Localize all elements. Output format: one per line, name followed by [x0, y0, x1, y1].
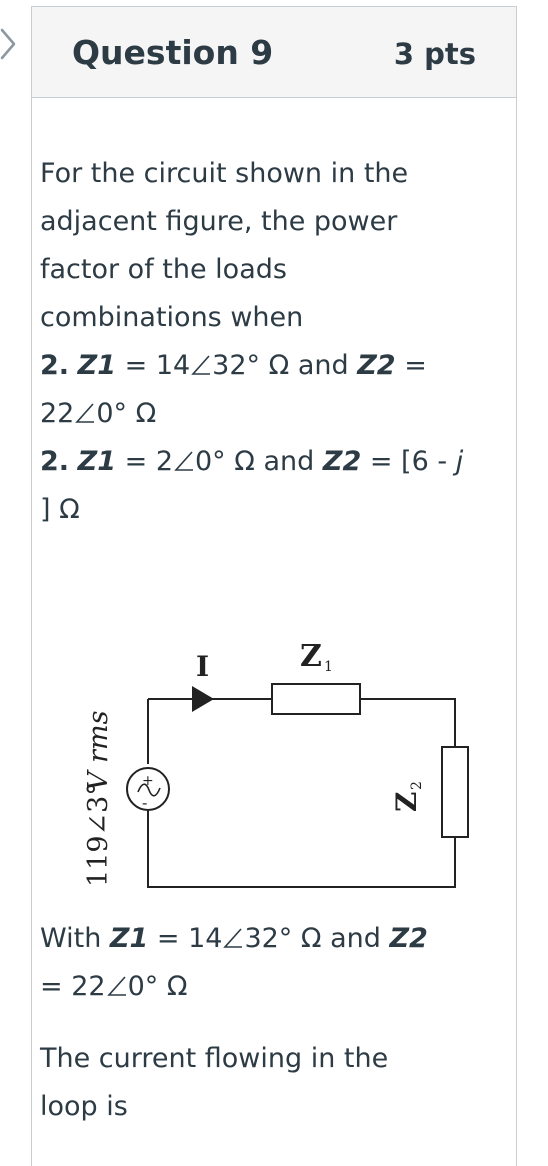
circuit-diagram: + - I Z 1 Z 2 119∠3° V rms [83, 639, 469, 888]
z1-label: Z1 [77, 350, 117, 381]
z1-label: Z [300, 639, 322, 674]
question-card: Question 9 3 pts [31, 6, 517, 1166]
j-symbol: j [455, 446, 464, 477]
angle-symbol-icon [191, 355, 211, 375]
followup-line-cont: = 22 0° Ω [40, 963, 460, 1011]
question-title: Question 9 [72, 33, 274, 72]
question-points: 3 pts [393, 37, 476, 71]
text-line: loop is [40, 1091, 128, 1122]
source-plus: + [142, 773, 154, 789]
question-text: For the circuit shown in the adjacent fi… [40, 150, 463, 534]
current-arrow [192, 686, 214, 712]
current-question: The current flowing in the loop is [40, 1035, 460, 1131]
z2-label: Z2 [389, 923, 428, 954]
source-value: 119∠3° [83, 782, 114, 887]
with-prefix: With [40, 923, 102, 954]
case-2-line: 2. Z1 = 2 0° Ω and Z2 = [6 - j [40, 438, 463, 486]
text-line: adjacent figure, the power [40, 206, 398, 237]
z1-eq: = 14 [124, 350, 191, 381]
z2-eq: = [6 - [369, 446, 448, 477]
chevron-right-icon[interactable] [0, 26, 24, 62]
z1-resistor [271, 683, 361, 715]
z2-value: 0° Ω [127, 971, 188, 1002]
z1-label: Z1 [77, 446, 117, 477]
source-minus: - [142, 793, 147, 812]
circuit-wire [147, 698, 456, 888]
text-line: The current flowing in the [40, 1043, 389, 1074]
case-1-line-cont: 22 0° Ω [40, 390, 460, 438]
z2-value: 0° Ω [96, 398, 157, 429]
z2-num: 22 [40, 398, 75, 429]
followup-given: With Z1 = 14 32° Ω and Z2 = 22 0° Ω [40, 915, 460, 1011]
z2-label: Z2 [322, 446, 362, 477]
z2-label: Z [390, 792, 423, 812]
z2-eq: = 22 [40, 971, 106, 1002]
case-number: 2. [40, 446, 70, 477]
text-line: For the circuit shown in the [40, 158, 409, 189]
angle-symbol-icon [75, 403, 95, 423]
source-wave [137, 783, 161, 797]
text-line: factor of the loads [40, 254, 287, 285]
case-number: 2. [40, 350, 70, 381]
case-2-end: ] Ω [40, 494, 80, 525]
text-line: combinations when [40, 302, 304, 333]
z2-subscript: 2 [409, 781, 425, 790]
z2-label: Z2 [357, 350, 396, 381]
z2-eq: = [404, 350, 427, 381]
current-label: I [196, 650, 209, 683]
z1-eq: = 2 [124, 446, 173, 477]
z2-resistor [441, 746, 469, 838]
z1-value: 32° Ω and [244, 923, 381, 954]
z1-subscript: 1 [324, 659, 333, 675]
z1-value: 0° Ω and [195, 446, 315, 477]
angle-symbol-icon [223, 928, 243, 948]
case-1-line: 2. Z1 = 14 32° Ω and Z2 = [40, 342, 460, 390]
angle-symbol-icon [106, 976, 126, 996]
source-unit: V rms [83, 711, 114, 791]
z1-eq: = 14 [156, 923, 223, 954]
z1-value: 32° Ω and [212, 350, 349, 381]
z1-label: Z1 [109, 923, 149, 954]
case-2-line-cont: ] Ω [40, 486, 460, 534]
followup-line: With Z1 = 14 32° Ω and Z2 [40, 915, 460, 963]
angle-symbol-icon [174, 451, 193, 471]
question-header: Question 9 3 pts [32, 7, 516, 98]
